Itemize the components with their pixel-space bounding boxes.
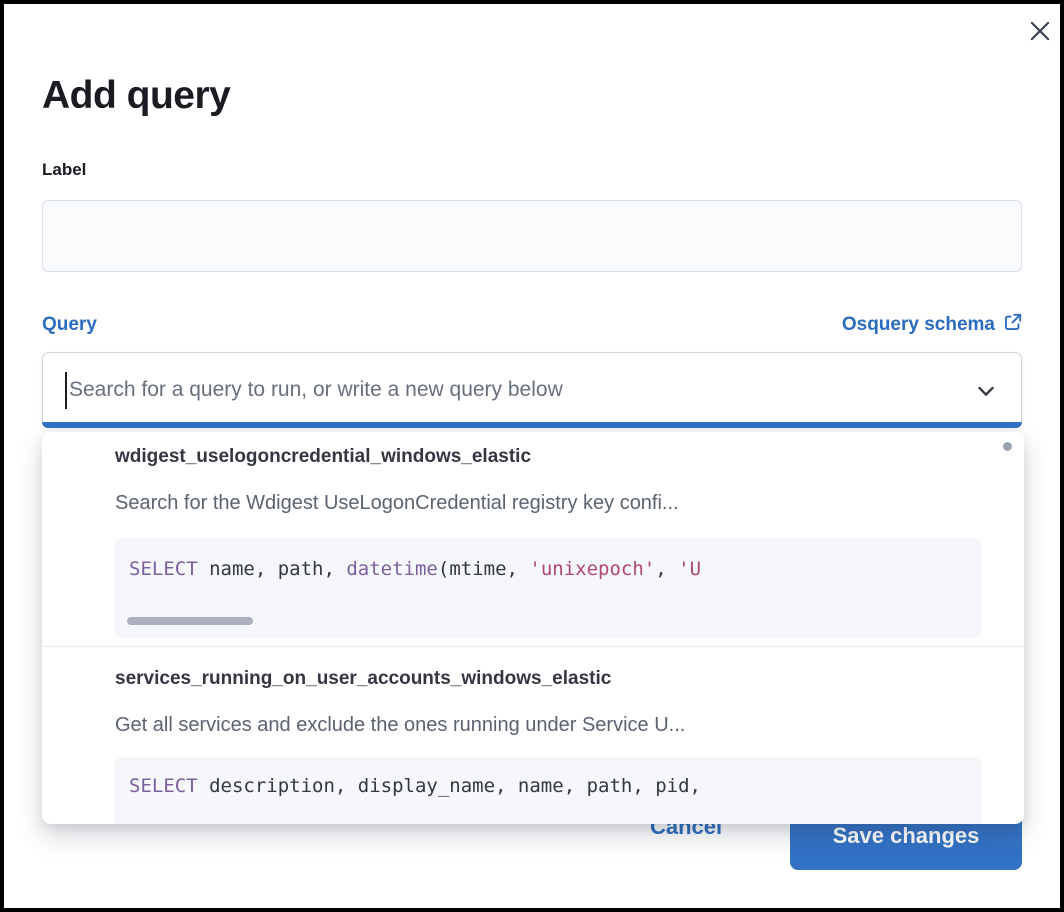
query-suggestions-panel: wdigest_uselogoncredential_windows_elast… (42, 432, 1024, 824)
query-search-input[interactable] (67, 353, 947, 427)
text-caret (65, 372, 67, 409)
suggestion-description[interactable]: Search for the Wdigest UseLogonCredentia… (115, 492, 679, 514)
label-input[interactable] (42, 200, 1022, 272)
query-field-label: Query (42, 314, 97, 335)
close-icon (1027, 18, 1053, 47)
osquery-schema-link-label: Osquery schema (841, 314, 995, 335)
suggestion-sql-preview[interactable]: SELECT name, path, datetime(mtime, 'unix… (115, 538, 981, 638)
sql-code-line: SELECT description, display_name, name, … (129, 775, 701, 797)
sql-code-line: SELECT name, path, datetime(mtime, 'unix… (129, 558, 702, 580)
vertical-scrollbar-thumb[interactable] (1003, 442, 1012, 451)
save-changes-label: Save changes (832, 823, 980, 848)
suggestion-title[interactable]: wdigest_uselogoncredential_windows_elast… (115, 446, 532, 467)
suggestions-divider (42, 646, 1024, 647)
label-field-label: Label (42, 160, 87, 179)
suggestion-description[interactable]: Get all services and exclude the ones ru… (115, 714, 686, 736)
close-button[interactable] (1022, 14, 1058, 50)
horizontal-scrollbar-thumb[interactable] (127, 617, 253, 625)
page-title: Add query (42, 74, 231, 118)
suggestion-title[interactable]: services_running_on_user_accounts_window… (115, 668, 612, 689)
osquery-schema-link[interactable]: Osquery schema (842, 313, 1022, 338)
external-link-icon (1003, 313, 1022, 338)
query-search-combobox[interactable] (42, 352, 1022, 428)
suggestion-sql-preview[interactable]: SELECT description, display_name, name, … (115, 757, 981, 824)
query-field-header: Query Osquery schema (42, 310, 1022, 340)
chevron-down-icon[interactable] (975, 380, 997, 402)
